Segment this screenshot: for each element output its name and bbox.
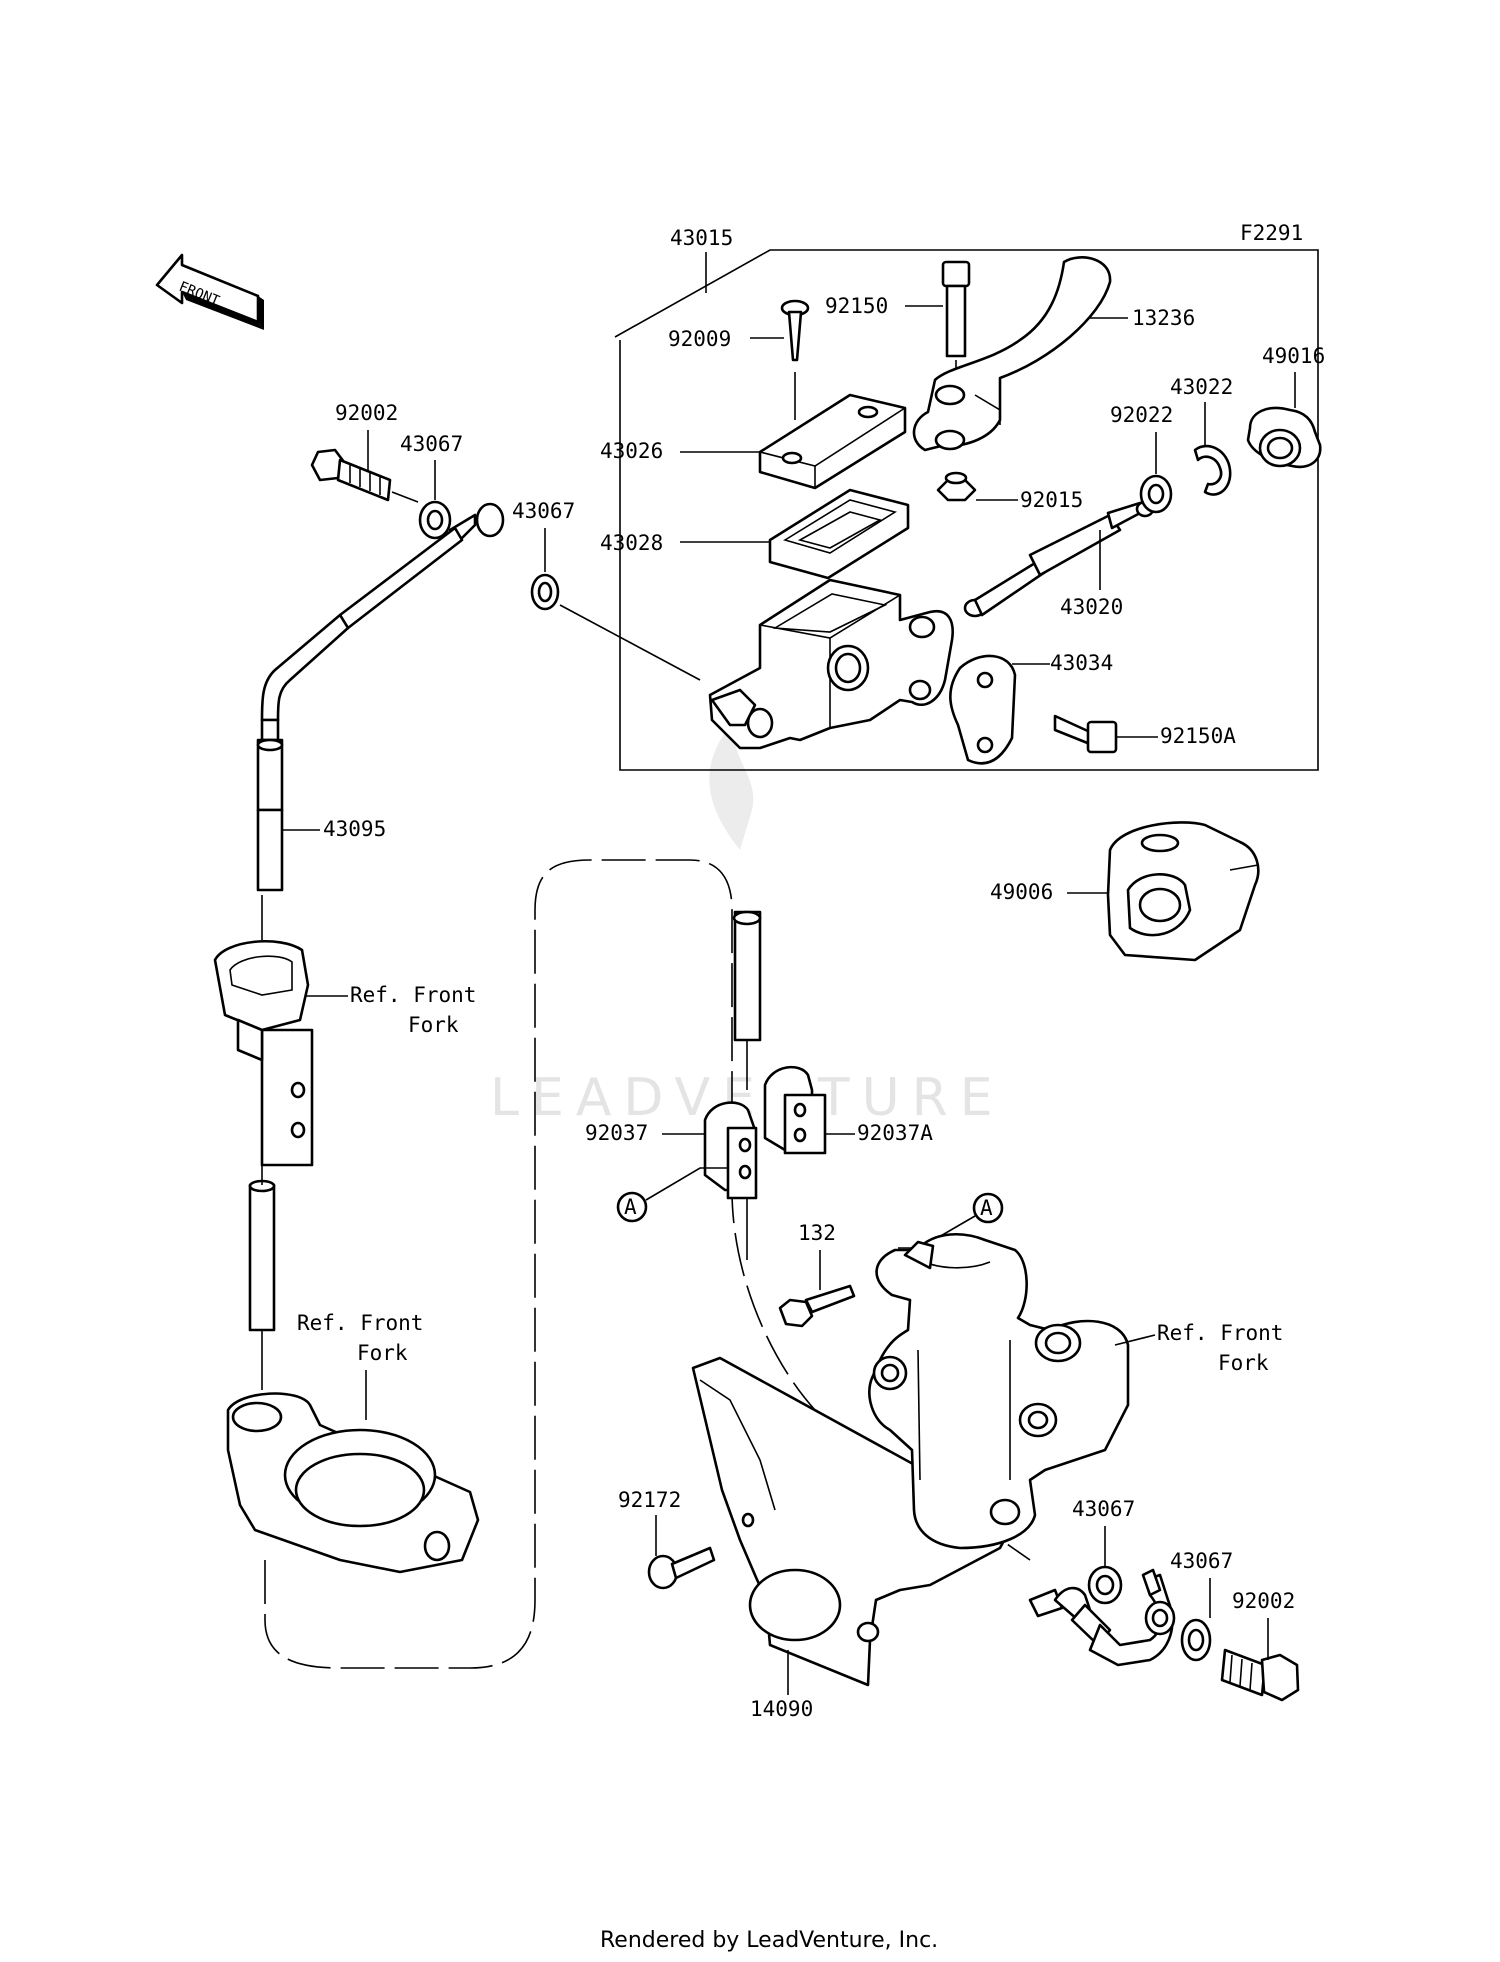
caliper-ref-front-fork: Ref. Front Fork [868,1232,1283,1550]
callout-43067-upper-right: 43067 [512,499,575,523]
hose-guide-ref-front-fork-upper: Ref. Front Fork [213,940,476,1167]
washer-92022: 92022 [1110,403,1173,514]
callout-92037A: 92037A [857,1121,933,1145]
master-cylinder-assembly-box: F2291 43015 [614,221,1319,771]
brake-lever-13236: 13236 [912,256,1195,452]
banjo-bolt-92002-lower: 92002 [1220,1589,1300,1702]
washer-43067-upper: 43067 [512,499,701,681]
hose-guide-49006: 49006 [990,821,1260,962]
callout-43067-upper-left: 43067 [400,432,463,456]
piston-kit-43020: 43020 [963,500,1155,619]
washer-43067-lower-right: 43067 [1170,1549,1233,1662]
circlip-43022: 43022 [1170,375,1233,496]
screw-92009: 92009 [668,299,810,420]
ref-front-fork-upper-line1: Ref. Front [350,983,476,1007]
callout-43067-lower-left: 43067 [1072,1497,1135,1521]
diaphragm-43028: 43028 [600,488,910,580]
clamp-92037A: 92037A [763,1065,933,1155]
washer-43067-lower-left: 43067 [1072,1497,1135,1605]
marker-A-left: A [616,1167,728,1223]
callout-13236: 13236 [1132,306,1195,330]
marker-A-left-text: A [624,1195,637,1219]
callout-43067-lower-right: 43067 [1170,1549,1233,1573]
footer-credit: Rendered by LeadVenture, Inc. [600,1928,938,1953]
ref-front-fork-caliper-line2: Fork [1218,1351,1269,1375]
callout-92022: 92022 [1110,403,1173,427]
callout-92150A: 92150A [1160,724,1236,748]
callout-92002-lower: 92002 [1232,1589,1295,1613]
callout-92015: 92015 [1020,488,1083,512]
callout-43022: 43022 [1170,375,1233,399]
master-cylinder-body [708,578,954,750]
ref-front-fork-upper-line2: Fork [408,1013,459,1037]
ref-front-fork-caliper-line1: Ref. Front [1157,1321,1283,1345]
callout-43034: 43034 [1050,651,1113,675]
bolt-92150A: 92150A [1053,714,1236,754]
bolt-92150: 92150 [825,260,971,420]
banjo-bolt-92002-upper: 92002 [310,401,419,503]
nut-92015: 92015 [936,471,1083,512]
callout-92002-upper: 92002 [335,401,398,425]
callout-43028: 43028 [600,531,663,555]
brake-hose-43095: 43095 [256,502,505,940]
callout-49006: 49006 [990,880,1053,904]
hose-clamp-ref-front-fork-lower: Ref. Front Fork [226,1311,480,1574]
hose-routing-loop [264,859,1031,1669]
callout-43015: 43015 [670,226,733,250]
callout-49016: 49016 [1262,344,1325,368]
callout-132: 132 [798,1221,836,1245]
callout-92172: 92172 [618,1488,681,1512]
front-arrow: FRONT [155,253,264,330]
diagram-code: F2291 [1240,221,1303,245]
ref-front-fork-lower-line2: Fork [357,1341,408,1365]
brake-hose-lower-section [248,1165,276,1390]
callout-92037: 92037 [585,1121,648,1145]
reservoir-cap-43026: 43026 [600,393,907,490]
ref-front-fork-lower-line1: Ref. Front [297,1311,423,1335]
callout-14090: 14090 [750,1697,813,1721]
brake-hose-middle [732,910,762,1090]
boot-49016: 49016 [1246,344,1325,469]
callout-43020: 43020 [1060,595,1123,619]
brake-hose-caliper-fitting [1028,1568,1176,1667]
bolt-92172: 92172 [618,1488,716,1590]
caliper-bracket-14090: 14090 [691,1356,1017,1721]
callout-92009: 92009 [668,327,731,351]
washer-43067-upper-left: 43067 [400,432,463,540]
marker-A-right-text: A [980,1196,993,1220]
callout-92150: 92150 [825,294,888,318]
callout-43095: 43095 [323,817,386,841]
callout-43026: 43026 [600,439,663,463]
bolt-132: 132 [778,1221,856,1328]
clamp-43034: 43034 [949,651,1113,765]
